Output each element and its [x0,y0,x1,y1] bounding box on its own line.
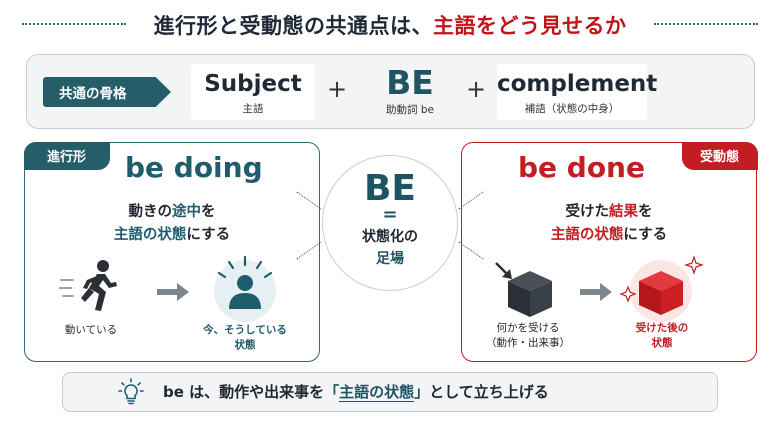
prog-desc-1a: 動きの [128,204,173,220]
be-foundation-circle: BE = 状態化の 足場 [322,155,458,291]
prog-desc-1c: を [201,204,216,220]
caption-receive-1: 何かを受ける [496,322,560,334]
summary-highlight: 主語の状態 [339,383,415,402]
caption-after-state-1: 受けた後の [635,322,689,334]
skeleton-label: 共通の骨格 [43,77,171,107]
running-person-icon [58,258,123,324]
caption-current-state-2: 状態 [234,339,256,351]
arrow-right-icon [157,283,189,305]
box-impact-icon [490,259,560,325]
caption-current-state-1: 今、そうしている [203,324,287,336]
title-row: 進行形と受動態の共通点は、主語をどう見せるか [0,6,780,42]
progressive-description: 動きの途中を 主語の状態にする [25,201,319,247]
title-dots-right [654,23,758,25]
be-done-phrase: be done [518,151,645,184]
progressive-tag: 進行形 [23,141,110,170]
passive-panel: 受動態 be done 受けた結果を 主語の状態にする 何かを受ける （動作・出… [461,141,758,362]
plus-sign-2: + [466,75,487,103]
prog-desc-1b: 途中 [172,204,201,220]
center-be: BE [363,168,417,209]
summary-text: be は、動作や出来事を「主語の状態」として立ち上げる [163,381,549,402]
title-dots-left [22,23,126,25]
passive-description: 受けた結果を 主語の状態にする [462,201,756,247]
pass-desc-1a: 受けた [565,204,610,220]
caption-receive: 何かを受ける （動作・出来事） [478,321,578,351]
be-box: BE 助動詞 be [355,64,465,120]
summary-bar: be は、動作や出来事を「主語の状態」として立ち上げる [62,372,718,412]
caption-after-state: 受けた後の 状態 [612,321,712,351]
be-main: BE [386,63,434,102]
summary-bracket-open: 「 [324,383,340,401]
center-line2: 足場 [376,251,404,267]
center-equals: = [382,204,398,225]
subject-main: Subject [204,71,302,97]
prog-desc-2b: にする [186,227,231,243]
subject-sub: 主語 [242,103,264,115]
pass-desc-1c: を [638,204,653,220]
prog-desc-2a: 主語の状態 [113,227,187,243]
pass-desc-2a: 主語の状態 [550,227,624,243]
common-skeleton-bar: 共通の骨格 Subject 主語 + BE 助動詞 be + complemen… [26,54,755,129]
progressive-panel: 進行形 be doing 動きの途中を 主語の状態にする [23,141,320,362]
plus-sign-1: + [327,75,348,103]
arrow-right-icon-2 [580,283,612,305]
person-glow-icon [207,253,283,327]
summary-pre: be は、動作や出来事を [163,383,325,401]
complement-box: complement 補語（状態の中身） [497,64,658,120]
be-doing-phrase: be doing [125,151,263,184]
pass-desc-2b: にする [623,227,668,243]
page-title: 進行形と受動態の共通点は、主語をどう見せるか [0,10,780,40]
center-line1: 状態化の [362,229,418,245]
caption-receive-2: （動作・出来事） [486,337,570,349]
box-red-sparkle-icon [618,251,704,327]
caption-current-state: 今、そうしている 状態 [185,323,305,353]
subject-box: Subject 主語 [191,64,315,120]
title-accent: 主語をどう見せるか [433,14,627,38]
summary-bracket-close: 」 [414,383,430,401]
pass-desc-1b: 結果 [609,204,638,220]
passive-tag: 受動態 [681,141,758,170]
caption-moving: 動いている [64,324,118,336]
lightbulb-icon [117,378,145,410]
complement-sub: 補語（状態の中身） [524,103,620,115]
summary-post: として立ち上げる [429,383,549,401]
caption-after-state-2: 状態 [651,337,673,349]
complement-main: complement [497,71,658,97]
title-main: 進行形と受動態の共通点は、 [153,14,433,38]
be-sub: 助動詞 be [386,104,434,116]
